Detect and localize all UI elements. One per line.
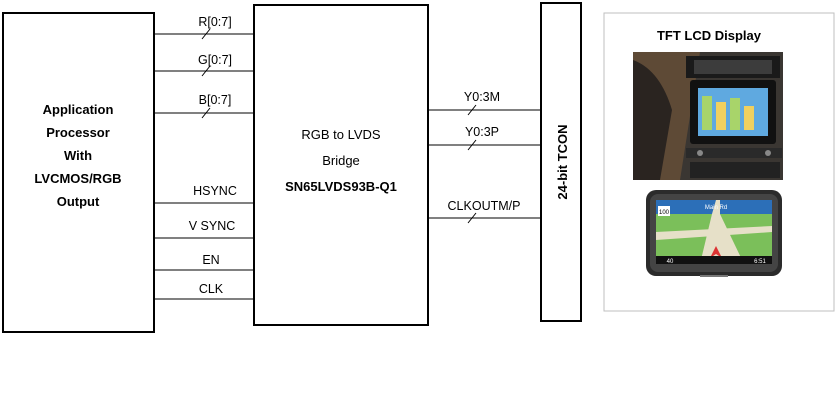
signal-label-en: EN	[202, 253, 219, 267]
signal-label-r: R[0:7]	[198, 15, 231, 29]
tcon-label: 24-bit TCON	[555, 124, 570, 199]
bus-slash-y03m	[467, 104, 477, 116]
signal-label-vsync: V SYNC	[189, 219, 236, 233]
processor-label-line-3: With	[64, 148, 92, 163]
bus-slash-y03p	[467, 139, 477, 151]
output-signal-lines	[428, 104, 541, 224]
signal-label-clkout: CLKOUTM/P	[448, 199, 521, 213]
signal-label-g: G[0:7]	[198, 53, 232, 67]
display-title: TFT LCD Display	[657, 28, 762, 43]
application-processor-block	[2, 12, 155, 333]
gps-left-value: 40	[667, 259, 674, 265]
processor-label-line-5: Output	[57, 194, 100, 209]
bridge-label-line-2: Bridge	[322, 153, 360, 168]
gps-right-value: 6:51	[754, 259, 766, 265]
tcon-block	[540, 2, 582, 322]
bus-slash-b	[201, 107, 211, 119]
processor-label-line-2: Processor	[46, 125, 110, 140]
signal-label-b: B[0:7]	[199, 93, 232, 107]
lvds-bridge-block	[253, 4, 429, 326]
input-signal-lines	[154, 28, 254, 300]
bus-slash-r	[201, 28, 211, 40]
signal-label-hsync: HSYNC	[193, 184, 237, 198]
signal-label-y03p: Y0:3P	[465, 125, 499, 139]
processor-label-line-4: LVCMOS/RGB	[34, 171, 121, 186]
signal-label-clk: CLK	[199, 282, 224, 296]
bus-slash-clkout	[467, 212, 477, 224]
bridge-label-line-1: RGB to LVDS	[301, 127, 381, 142]
gps-street-name: Main Rd	[705, 205, 727, 211]
bridge-part-number: SN65LVDS93B-Q1	[285, 179, 397, 194]
gps-navigator-photo: 100 Main Rd 40 6:51	[646, 190, 782, 277]
signal-label-y03m: Y0:3M	[464, 90, 500, 104]
processor-label-line-1: Application	[43, 102, 114, 117]
gps-speed: 100	[659, 210, 670, 216]
car-dashboard-photo	[633, 52, 783, 180]
bus-slash-g	[201, 65, 211, 77]
